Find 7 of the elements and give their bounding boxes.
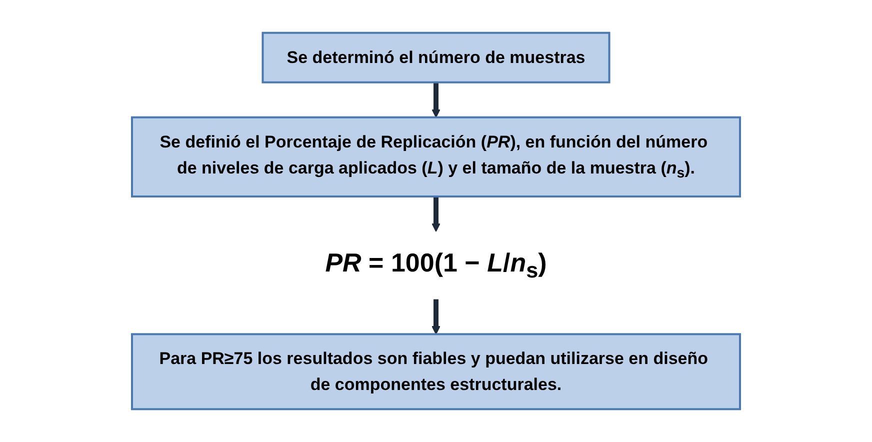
node-box: Se definió el Porcentaje de Replicación (PR), en función del número de niveles de carga aplicados (L) y el tamaño de la muestra (n$_{s}$).	[131, 116, 741, 198]
node-box: Se determinó el número de muestras	[262, 32, 610, 84]
arrow	[432, 196, 440, 232]
node-box: Para PR≥75 los resultados son fiables y puedan utilizarse en diseño de componentes estructurales.	[131, 333, 741, 410]
node-text: PR = 100(1 − L/n$_{s}$)	[325, 247, 547, 283]
arrow	[432, 82, 440, 118]
arrow	[432, 299, 440, 335]
